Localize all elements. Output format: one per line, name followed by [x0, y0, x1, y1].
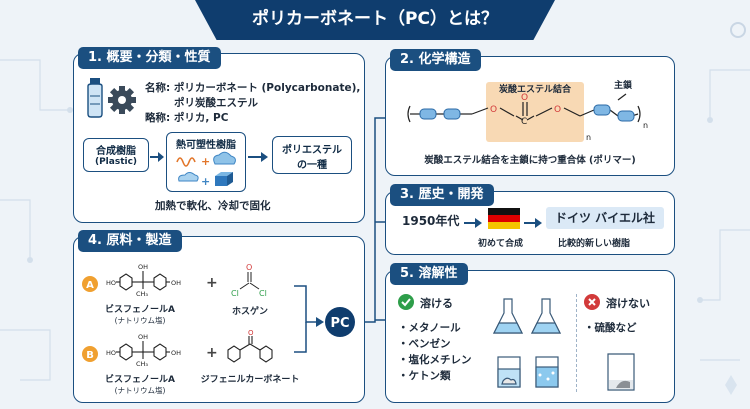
- bottle-and-gear-icon: [87, 78, 136, 118]
- list-item: ・ベンゼン: [398, 338, 451, 350]
- dissolving-flasks-icon: [493, 298, 561, 388]
- insoluble-heading: 溶けない: [606, 297, 650, 310]
- reaction-arrows: [294, 285, 317, 353]
- ether-oxygen-symbol: O: [490, 105, 497, 115]
- beaker-icon: [607, 353, 635, 391]
- plus-sign: +: [206, 275, 218, 291]
- thermoplastic-resin-label: 熱可塑性樹脂: [176, 140, 236, 151]
- svg-text:+: +: [201, 175, 210, 188]
- oh-label: OH: [171, 349, 181, 357]
- thermoplastic-resin-box: 熱可塑性樹脂 + +: [166, 132, 246, 192]
- title-banner: [195, 0, 555, 40]
- oxygen-symbol: O: [248, 329, 254, 337]
- svg-text:+: +: [201, 155, 210, 168]
- pc-product-label: PC: [330, 316, 349, 331]
- carbonate-bond-highlight: [486, 82, 584, 142]
- materials-heading: 4. 原料・製造: [78, 230, 182, 252]
- company-name: ドイツ バイエル社: [554, 211, 656, 225]
- svg-text:Cl: Cl: [259, 289, 267, 298]
- diphenyl-carbonate-label: ジフェニルカーボネート: [201, 373, 300, 385]
- solubility-heading: 5. 溶解性: [390, 263, 468, 285]
- main-chain-label: 主鎖: [614, 79, 633, 91]
- synthetic-resin-label: 合成樹脂: [96, 146, 136, 157]
- svg-text:A: A: [86, 280, 94, 291]
- list-item: ・メタノール: [398, 322, 461, 334]
- phosgene-label: ホスゲン: [232, 305, 268, 317]
- company-caption: 比較的新しい樹脂: [558, 239, 631, 249]
- soluble-list: ・メタノール ・ベンゼン ・塩化メチレン ・ケトン類: [398, 320, 472, 384]
- history-heading: 3. 歴史・開発: [390, 184, 494, 206]
- panel-divider: [576, 294, 577, 392]
- synthetic-resin-box: 合成樹脂 (Plastic): [83, 138, 149, 172]
- abbreviation-line: 略称: ポリカ, PC: [145, 112, 229, 124]
- year-caption: 初めて合成: [478, 239, 524, 249]
- carbonate-bond-label: 炭酸エステル結合: [499, 83, 572, 95]
- reaction-scheme: A HO OH OH CH₃ ビスフェノールA (ナトリウム塩) + O Cl …: [82, 263, 355, 395]
- thermoplastic-caption: 加熱で軟化、冷却で固化: [155, 200, 271, 212]
- name-line-1: 名称: ポリカーボネート (Polycarbonate),: [145, 82, 361, 94]
- ho-label: HO: [106, 349, 116, 357]
- phosgene-structure: O Cl Cl: [231, 263, 267, 298]
- svg-text:O: O: [246, 263, 252, 272]
- page-title: ポリカーボネート（PC）とは？: [252, 9, 498, 29]
- bisphenol-a-sublabel: (ナトリウム塩): [115, 385, 166, 395]
- polyester-box: ポリエステル の一種: [272, 136, 352, 174]
- arrow-right-icon: [464, 214, 482, 228]
- german-flag-icon: [488, 208, 520, 229]
- structure-caption: 炭酸エステル結合を主鎖に持つ重合体 (ポリマー): [424, 154, 636, 166]
- bisphenol-a-structure-a: [116, 271, 170, 291]
- development-year: 1950年代: [402, 214, 460, 228]
- check-icon: [398, 294, 414, 310]
- oh-label: OH: [171, 279, 181, 287]
- carbon-symbol: C: [521, 117, 527, 127]
- polyester-label-2: の一種: [297, 160, 327, 171]
- arrow-right-icon: [150, 148, 164, 162]
- arrow-right-icon: [524, 214, 542, 228]
- route-a-badge: A: [82, 276, 98, 292]
- bisphenol-a-label: ビスフェノールA: [105, 373, 175, 385]
- synthetic-resin-sublabel: (Plastic): [94, 157, 138, 167]
- soluble-heading: 溶ける: [420, 297, 453, 310]
- diphenyl-carbonate-structure: [227, 336, 273, 363]
- name-line-2: ポリ炭酸エステル: [174, 97, 258, 109]
- oh-label: OH: [138, 333, 148, 341]
- bisphenol-a-structure-b: [116, 341, 170, 361]
- company-badge: [546, 207, 664, 229]
- cross-icon: [584, 294, 600, 310]
- bisphenol-a-sublabel: (ナトリウム塩): [115, 315, 166, 325]
- polycarbonate-structure: 炭酸エステル結合 O O C O n n 主鎖 炭酸エステル結合を主鎖に持つ重合…: [407, 79, 648, 166]
- svg-text:B: B: [86, 350, 94, 361]
- ch3-label: CH₃: [136, 360, 148, 368]
- repeat-unit-n-outer: n: [643, 121, 648, 130]
- pc-product-circle: [325, 307, 355, 337]
- list-item: ・ケトン類: [398, 370, 451, 382]
- ho-label: HO: [106, 279, 116, 287]
- repeat-unit-n: n: [586, 133, 591, 142]
- route-b-badge: B: [82, 346, 98, 362]
- oh-label: OH: [138, 263, 148, 271]
- list-item: ・硫酸など: [584, 322, 637, 334]
- heat-melt-icon: + +: [176, 151, 236, 188]
- svg-text:Cl: Cl: [231, 289, 239, 298]
- ether-oxygen-symbol: O: [554, 105, 561, 115]
- ch3-label: CH₃: [136, 290, 148, 298]
- overview-heading: 1. 概要・分類・性質: [78, 47, 221, 69]
- structure-heading: 2. 化学構造: [390, 49, 481, 71]
- polyester-label-1: ポリエステル: [282, 145, 342, 156]
- arrow-right-icon: [248, 148, 268, 162]
- list-item: ・塩化メチレン: [398, 354, 472, 366]
- bisphenol-a-label: ビスフェノールA: [105, 303, 175, 315]
- plus-sign: +: [206, 345, 218, 361]
- carbonyl-oxygen-symbol: O: [521, 93, 528, 103]
